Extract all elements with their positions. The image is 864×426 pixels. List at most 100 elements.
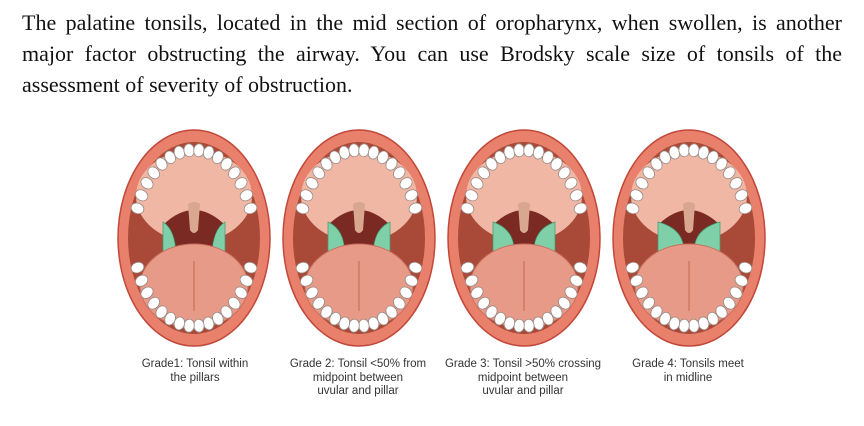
upper-tooth	[312, 166, 325, 180]
lower-tooth	[625, 261, 640, 274]
lower-tooth	[320, 305, 333, 319]
lower-tooth	[393, 296, 406, 310]
caption-line: Grade 4: Tonsils meet	[632, 358, 744, 370]
intro-paragraph: The palatine tonsils, located in the mid…	[22, 7, 842, 100]
lower-tooth	[220, 305, 233, 319]
upper-tooth	[130, 202, 145, 215]
upper-tooth	[625, 202, 640, 215]
upper-tooth	[629, 189, 644, 202]
lower-tooth	[295, 261, 310, 274]
upper-tooth	[573, 202, 588, 215]
upper-tooth	[234, 177, 248, 190]
uvula-shape	[353, 202, 365, 233]
upper-tooth	[464, 189, 479, 202]
lower-tooth	[470, 286, 484, 299]
lower-tooth	[312, 296, 325, 310]
upper-tooth	[729, 177, 743, 190]
lower-tooth	[134, 274, 149, 287]
lower-tooth	[460, 261, 475, 274]
lower-tooth	[659, 311, 671, 326]
upper-tooth	[155, 157, 168, 171]
upper-tooth	[305, 177, 319, 190]
caption-line: Grade1: Tonsil within	[141, 358, 249, 370]
lower-tooth	[715, 305, 728, 319]
palate-shape	[301, 150, 417, 242]
uvula-shape	[518, 202, 530, 233]
upper-tooth	[393, 166, 406, 180]
lower-tooth	[635, 286, 649, 299]
upper-tooth	[485, 157, 498, 171]
palate-shape	[466, 150, 582, 242]
caption-line: uvular and pillar	[317, 385, 399, 397]
upper-tooth	[477, 166, 490, 180]
grade-1-mouth-icon	[117, 129, 271, 347]
grade-3-caption: Grade 3: Tonsil >50% crossing midpoint b…	[438, 358, 608, 399]
lower-tooth	[385, 305, 398, 319]
upper-tooth	[650, 157, 663, 171]
palate-shape	[136, 150, 252, 242]
upper-tooth	[550, 157, 563, 171]
grade-4-mouth-icon	[612, 129, 766, 347]
caption-line: midpoint between	[312, 371, 404, 384]
upper-tooth	[642, 166, 655, 180]
upper-tooth	[408, 202, 423, 215]
grade-2-mouth-icon	[282, 129, 436, 347]
upper-tooth	[399, 177, 413, 190]
lower-tooth	[485, 305, 498, 319]
grade-4-caption: Grade 4: Tonsils meet in midline	[603, 358, 773, 385]
upper-tooth	[404, 189, 419, 202]
upper-tooth	[564, 177, 578, 190]
upper-tooth	[738, 202, 753, 215]
upper-tooth	[734, 189, 749, 202]
lower-tooth	[404, 274, 419, 287]
lower-tooth	[723, 296, 736, 310]
upper-tooth	[299, 189, 314, 202]
paragraph-line: another major factor obstructing the air…	[22, 10, 842, 66]
lower-tooth	[228, 296, 241, 310]
uvula-shape	[188, 202, 200, 233]
lower-tooth	[464, 274, 479, 287]
lower-tooth	[243, 261, 258, 274]
paragraph-line: The palatine tonsils, located in the mid…	[22, 10, 767, 35]
lower-tooth	[140, 286, 154, 299]
upper-tooth	[220, 157, 233, 171]
upper-tooth	[228, 166, 241, 180]
lower-tooth	[408, 261, 423, 274]
upper-tooth	[635, 177, 649, 190]
upper-tooth	[140, 177, 154, 190]
lower-tooth	[147, 296, 160, 310]
upper-tooth	[295, 202, 310, 215]
upper-tooth	[542, 150, 554, 165]
upper-tooth	[460, 202, 475, 215]
upper-tooth	[723, 166, 736, 180]
upper-tooth	[569, 189, 584, 202]
lower-tooth	[239, 274, 254, 287]
lower-tooth	[164, 311, 176, 326]
upper-tooth	[134, 189, 149, 202]
lower-tooth	[329, 311, 341, 326]
caption-line: midpoint between	[477, 371, 569, 384]
grade-1-caption: Grade1: Tonsil within the pillars	[110, 358, 280, 385]
upper-tooth	[377, 150, 389, 165]
upper-tooth	[715, 157, 728, 171]
lower-tooth	[734, 274, 749, 287]
lower-tooth	[569, 274, 584, 287]
upper-tooth	[239, 189, 254, 202]
lower-tooth	[299, 274, 314, 287]
paragraph-line: tonsils of the assessment of severity of…	[22, 41, 843, 97]
lower-tooth	[155, 305, 168, 319]
lower-tooth	[738, 261, 753, 274]
lower-tooth	[573, 261, 588, 274]
upper-tooth	[212, 150, 224, 165]
lower-tooth	[558, 296, 571, 310]
lower-tooth	[130, 261, 145, 274]
grade-3-mouth-icon	[447, 129, 601, 347]
upper-tooth	[558, 166, 571, 180]
upper-tooth	[243, 202, 258, 215]
lower-tooth	[477, 296, 490, 310]
caption-line: in midline	[663, 371, 713, 384]
caption-line: the pillars	[170, 371, 220, 384]
palate-shape	[631, 150, 747, 242]
lower-tooth	[234, 286, 248, 299]
upper-tooth	[707, 150, 719, 165]
